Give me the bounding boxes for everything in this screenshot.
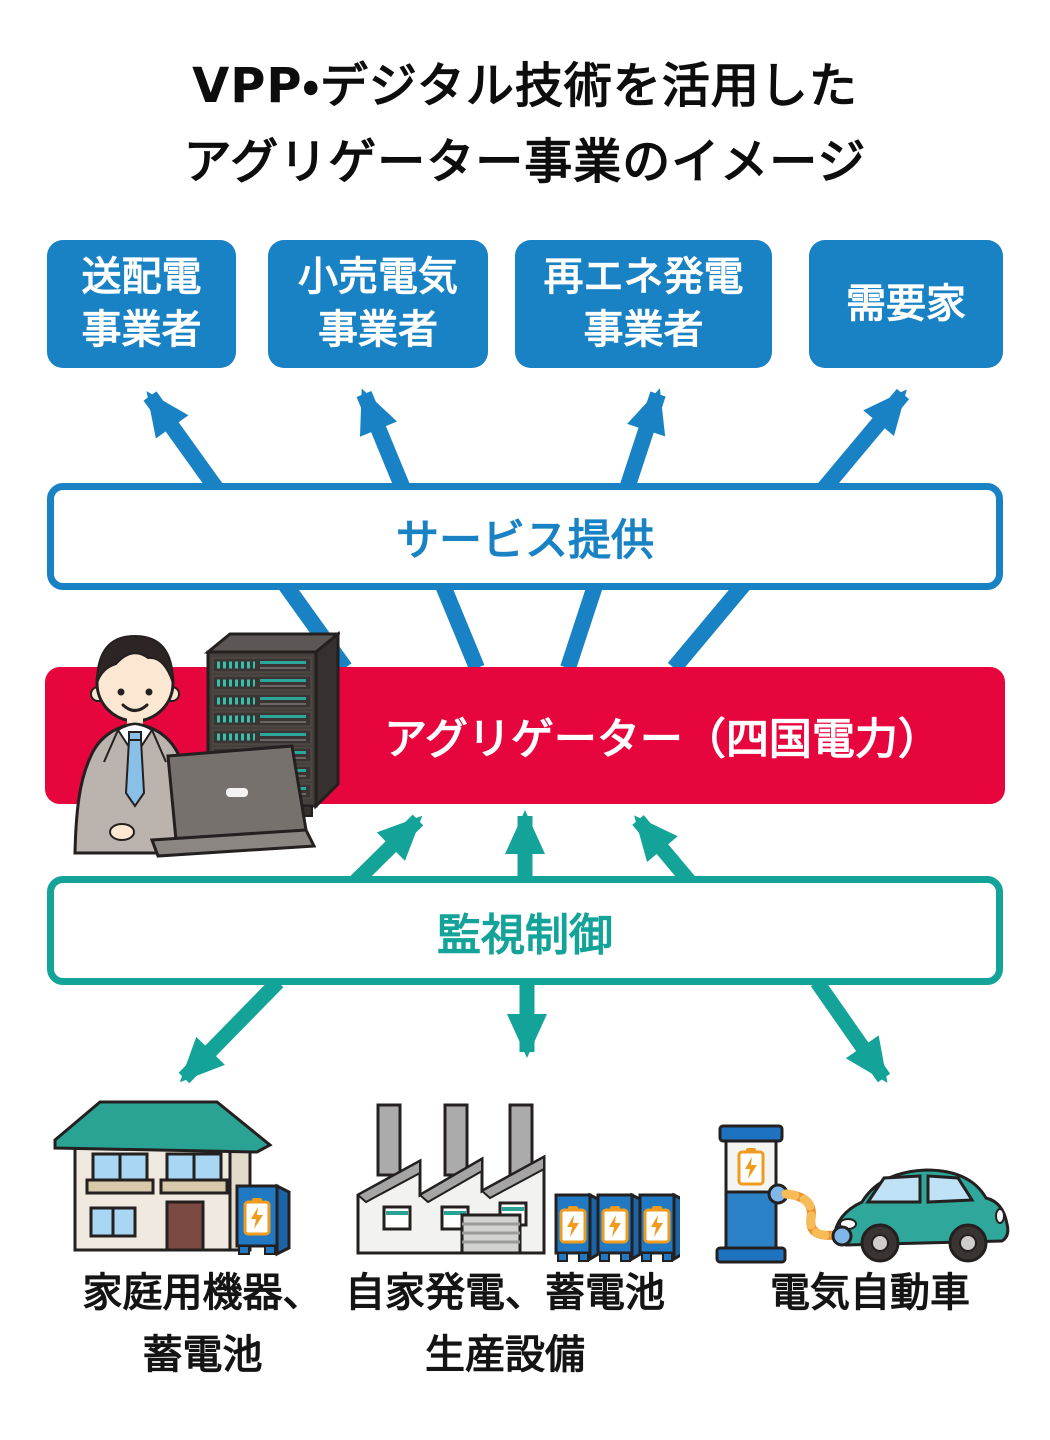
monitoring-band: 監視制御 [47,876,1003,985]
monitor-arrow-up-left [349,814,424,888]
monitoring-band-label: 監視制御 [437,909,613,961]
charging-plug [831,1225,853,1247]
battery-icon [601,1206,629,1244]
battery-icon [643,1206,671,1244]
aggregator-label-text: アグリゲーター（四国電力） [384,714,941,765]
stakeholder-label: 需要家 [846,280,966,327]
title-line-1: VPP・デジタル技術を活用した [192,58,858,114]
electric-car-icon [831,1168,1010,1263]
lightning-icon [745,1157,757,1179]
resource-label-line: 電気自動車 [770,1270,970,1316]
service-band-label: サービス提供 [396,515,654,566]
stakeholder-box-consumer: 需要家 [809,240,1003,368]
hair [96,634,174,684]
stakeholder-label: 事業者 [583,307,704,353]
tie [124,739,146,808]
stakeholder-box-renewable: 再エネ発電 事業者 [515,240,772,368]
ev-charger-icon [715,1124,841,1264]
service-band: サービス提供 [47,483,1003,590]
resource-label-line: 家庭用機器、 [82,1270,323,1316]
resource-label-factory: 自家発電、蓄電池 生産設備 [330,1262,680,1386]
lightning-icon [567,1215,579,1237]
stakeholder-label: 再エネ発電 [543,254,744,300]
lightning-icon [251,1207,263,1229]
stakeholder-label: 事業者 [318,307,438,353]
home-battery-icon [235,1183,291,1257]
monitor-arrow-up-right [632,815,696,887]
stakeholder-label: 送配電 [81,254,202,300]
resource-label-line: 蓄電池 [142,1332,263,1378]
side-window [926,1174,975,1204]
roof [53,1100,273,1154]
page-title: VPP・デジタル技術を活用した アグリゲーター事業のイメージ [0,48,1050,200]
stakeholder-box-transmission: 送配電 事業者 [47,240,236,368]
ev-charging-icon [715,1124,1010,1264]
lightning-icon [609,1215,621,1237]
resource-label-home: 家庭用機器、 蓄電池 [25,1262,380,1386]
aggregator-band-label: アグリゲーター（四国電力） [330,667,995,804]
monitor-arrow-down-left [178,976,284,1084]
stakeholder-label: 小売電気 [298,254,458,300]
battery-unit-row-icon [554,1192,680,1262]
resource-label-ev: 電気自動車 [700,1262,1040,1324]
factory-icon [356,1103,546,1255]
operator-with-laptop-and-server-icon [73,630,340,858]
laptop-icon [149,744,317,858]
resource-label-line: 自家発電、蓄電池 [345,1270,665,1316]
monitoring-arrows [178,810,891,1084]
door [165,1200,205,1252]
stakeholder-box-retail: 小売電気 事業者 [268,240,488,368]
title-line-2: アグリゲーター事業のイメージ [183,134,867,190]
battery-icon [243,1198,271,1236]
battery-icon [737,1148,765,1186]
lightning-icon [651,1215,663,1237]
stakeholder-label: 事業者 [81,307,202,353]
factory-with-batteries-icon [356,1103,680,1262]
factory-garage-door [460,1213,522,1255]
battery-icon [559,1206,587,1244]
house-with-battery-icon [53,1100,291,1257]
windshield [865,1174,922,1204]
resource-label-line: 生産設備 [425,1332,585,1378]
monitor-arrow-down-right [810,977,891,1083]
